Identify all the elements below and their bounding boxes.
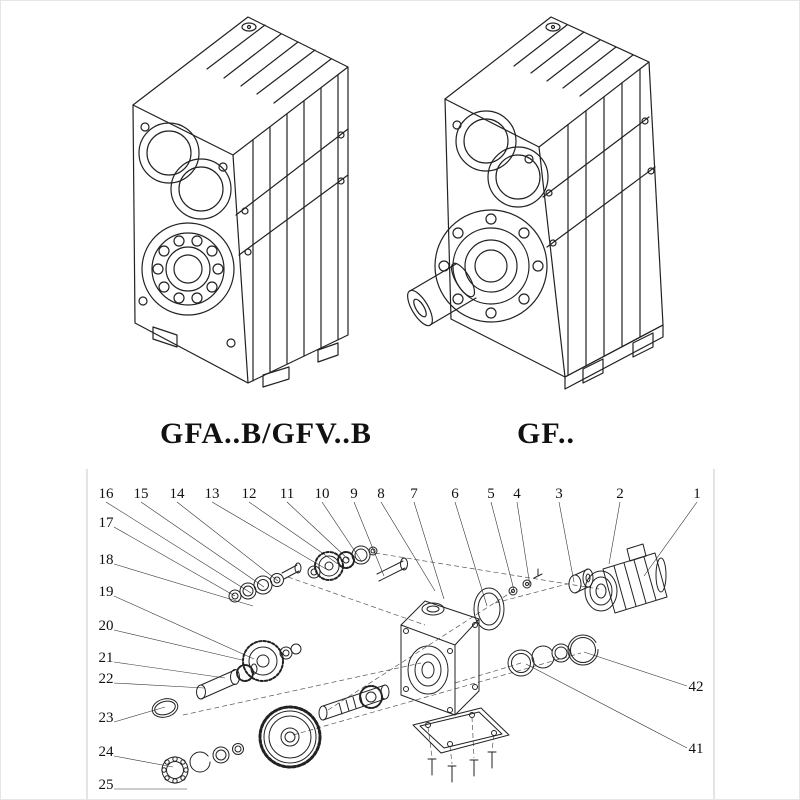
- upper-shaft-parts: [228, 545, 408, 603]
- lower-bearing-parts: [161, 743, 244, 784]
- output-shaft: [407, 262, 477, 327]
- output-shaft-assembly: [318, 684, 390, 721]
- o-ring: [151, 698, 179, 718]
- part-label-20: 20: [99, 618, 114, 634]
- part-label-9: 9: [350, 486, 358, 502]
- part-label-8: 8: [377, 486, 385, 502]
- part-label-3: 3: [555, 486, 563, 502]
- bearing-balls: [152, 235, 224, 304]
- part-label-24: 24: [99, 744, 115, 760]
- part-label-11: 11: [280, 486, 294, 502]
- part-label-25: 25: [99, 777, 114, 793]
- gearbox-drawing-gf: [407, 16, 664, 390]
- part-label-7: 7: [410, 486, 418, 502]
- part-label-12: 12: [242, 486, 257, 502]
- caption-gf: GF..: [517, 417, 575, 450]
- part-number-labels: 16 15 14 13 12 11 10 9 8 7 6 5 4 3 2 1 1…: [99, 486, 704, 793]
- part-label-1: 1: [693, 486, 701, 502]
- caption-gfab-gfvb: GFA..B/GFV..B: [160, 417, 372, 450]
- drawing-frame-lines: [86, 469, 715, 799]
- part-label-18: 18: [99, 552, 114, 568]
- gasket-and-bolts: [473, 568, 543, 631]
- part-label-14: 14: [170, 486, 186, 502]
- gearbox-drawing-gfab-gfvb: [132, 16, 349, 388]
- part-label-2: 2: [616, 486, 624, 502]
- flange-bolt-holes: [438, 213, 544, 319]
- leader-lines: [105, 501, 698, 790]
- retaining-rings: [507, 634, 599, 677]
- part-label-41: 41: [689, 741, 704, 757]
- output-gear: [258, 705, 322, 769]
- part-label-17: 17: [99, 515, 115, 531]
- part-label-21: 21: [99, 650, 114, 666]
- part-label-13: 13: [205, 486, 220, 502]
- coupling: [568, 568, 594, 594]
- motor-unit: [584, 543, 668, 614]
- part-label-10: 10: [315, 486, 330, 502]
- part-label-16: 16: [99, 486, 115, 502]
- part-label-22: 22: [99, 671, 114, 687]
- part-label-4: 4: [513, 486, 521, 502]
- assembly-axis-lines: [182, 552, 600, 765]
- part-label-6: 6: [451, 486, 459, 502]
- part-label-42: 42: [689, 679, 704, 695]
- cover-plate-and-bolts: [412, 707, 510, 783]
- part-label-23: 23: [99, 710, 114, 726]
- part-label-19: 19: [99, 584, 114, 600]
- part-label-5: 5: [487, 486, 495, 502]
- part-label-15: 15: [134, 486, 149, 502]
- exploded-parts-diagram: 16 15 14 13 12 11 10 9 8 7 6 5 4 3 2 1 1…: [86, 469, 715, 799]
- gear-housing: [400, 600, 480, 716]
- intermediate-gear-cluster: [196, 640, 302, 700]
